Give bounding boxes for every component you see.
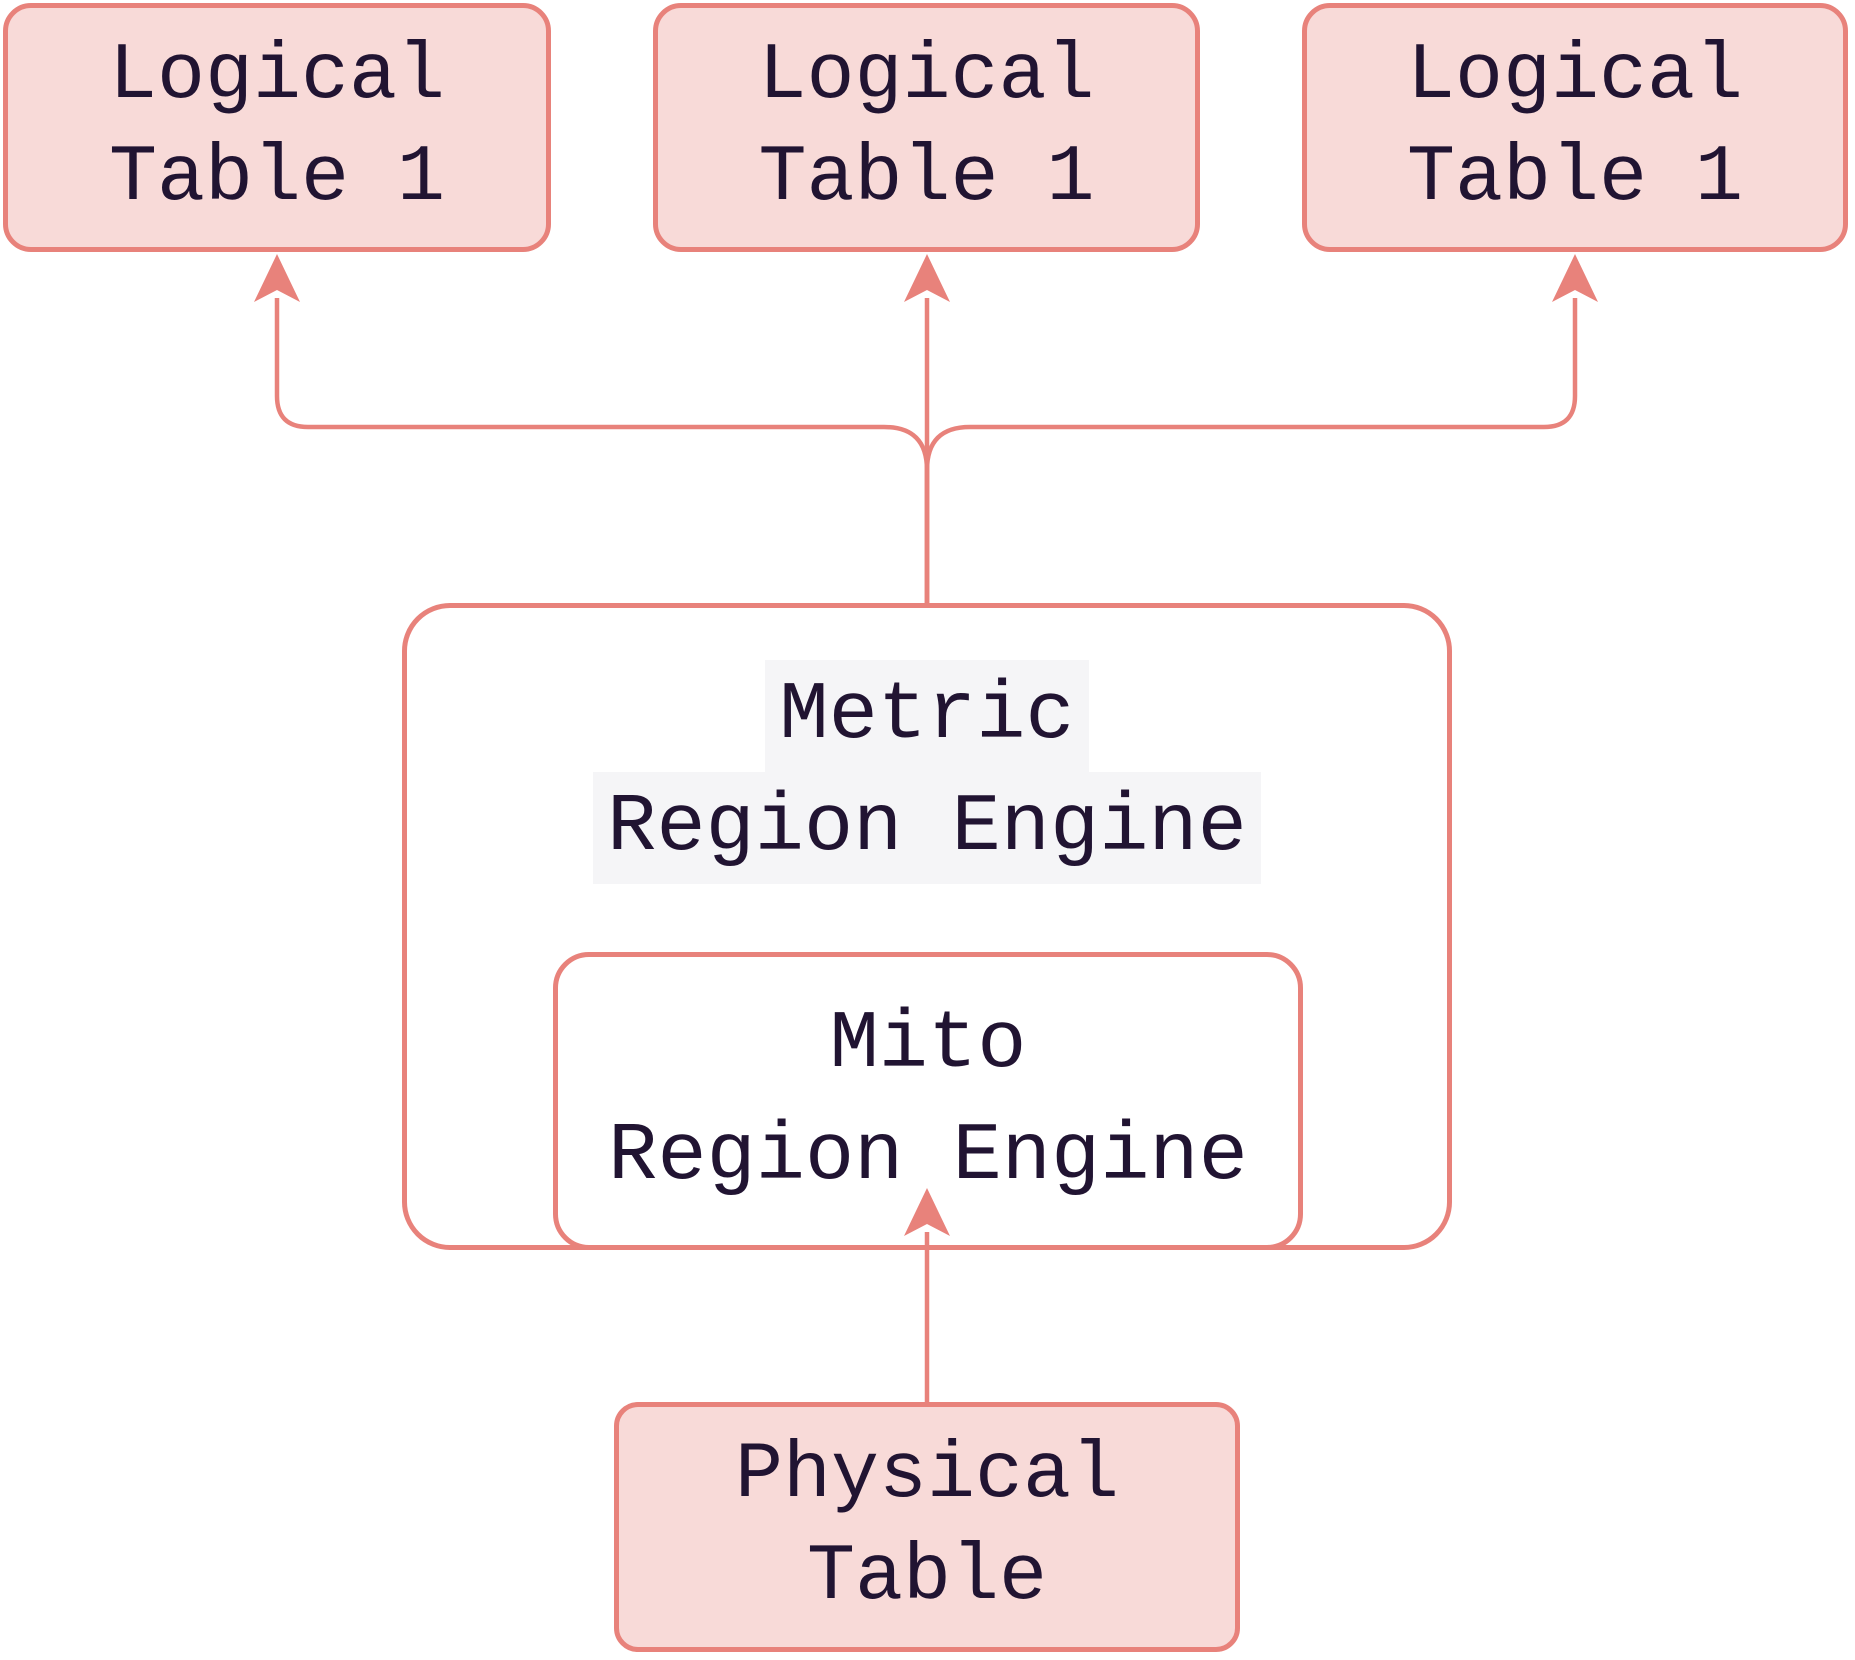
cluster-mito-region-engine: Mito Region Engine xyxy=(553,952,1303,1250)
node-label-line: Logical xyxy=(758,30,1095,122)
node-label-line: Logical xyxy=(108,30,446,122)
node-label-line: Table 1 xyxy=(1406,132,1744,224)
edge-metric-to-logical-right xyxy=(924,298,1578,604)
node-label-line: Table 1 xyxy=(108,132,446,224)
cluster-metric-label-line1: Metric xyxy=(765,660,1089,772)
node-label-line: Table 1 xyxy=(758,132,1095,224)
cluster-metric-label-line2: Region Engine xyxy=(593,772,1261,884)
arrowhead-icon xyxy=(254,254,300,302)
arrowhead-icon xyxy=(904,254,950,302)
node-logical-table-1-center: Logical Table 1 xyxy=(653,3,1200,252)
node-label-line: Table xyxy=(806,1532,1048,1623)
node-physical-table: Physical Table xyxy=(614,1402,1240,1652)
cluster-metric-label: Metric Region Engine xyxy=(407,660,1447,884)
cluster-mito-label-line2: Region Engine xyxy=(608,1110,1248,1203)
node-label-line: Physical xyxy=(734,1430,1120,1521)
edge-metric-to-logical-left xyxy=(274,298,930,604)
arrowhead-icon xyxy=(1552,254,1598,302)
node-label-line: Logical xyxy=(1406,30,1744,122)
cluster-mito-label-line1: Mito xyxy=(829,998,1027,1091)
node-logical-table-1-right: Logical Table 1 xyxy=(1302,3,1848,252)
node-logical-table-1-left: Logical Table 1 xyxy=(3,3,551,252)
